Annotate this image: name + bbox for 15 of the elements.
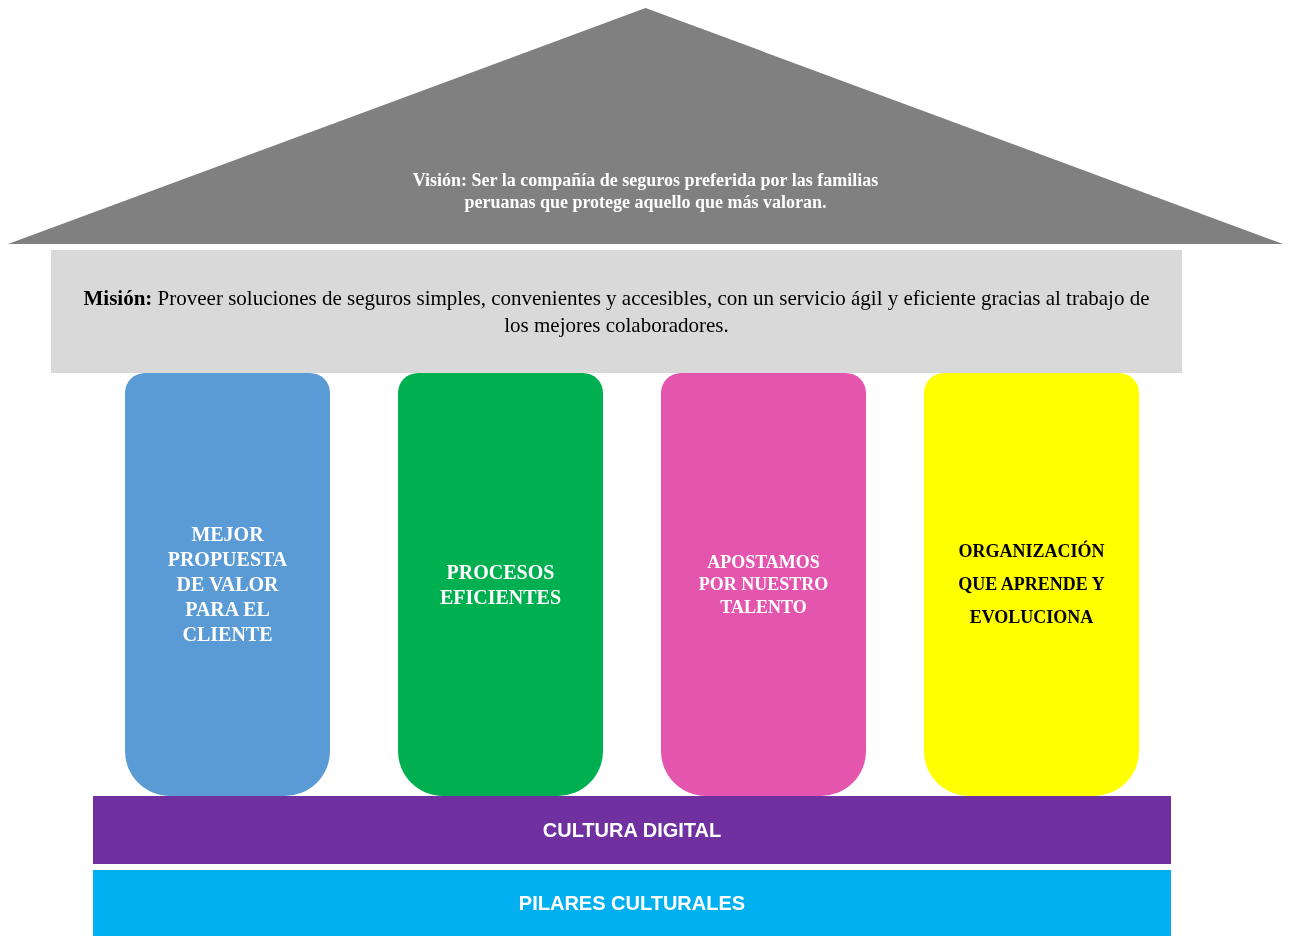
culture-band [93, 870, 1171, 936]
pillar [661, 373, 866, 796]
pillar-label: PROCESOS EFICIENTES [438, 559, 563, 610]
pillar [125, 373, 330, 796]
pillar-label: APOSTAMOS POR NUESTRO TALENTO [697, 550, 830, 619]
mission-banner [51, 250, 1182, 373]
culture-band [93, 796, 1171, 864]
pillar-label: ORGANIZACIÓN QUE APRENDE Y EVOLUCIONA [957, 539, 1106, 629]
band-label: CULTURA DIGITAL [542, 817, 722, 843]
pillar-label: MEJOR PROPUESTA DE VALOR PARA EL CLIENTE [166, 522, 289, 647]
vision-text: Visión: Ser la compañía de seguros preferida por las familias peruanas que protege aquello que más valoran. [411, 168, 880, 214]
band-label: PILARES CULTURALES [518, 890, 746, 916]
pillar [398, 373, 603, 796]
mission-text: Misión: Proveer soluciones de seguros simples, convenientes y accesibles, con un servicio ágil y eficiente gracias al trabajo de los mejores colaboradores. [82, 285, 1151, 338]
pillar [924, 373, 1139, 796]
